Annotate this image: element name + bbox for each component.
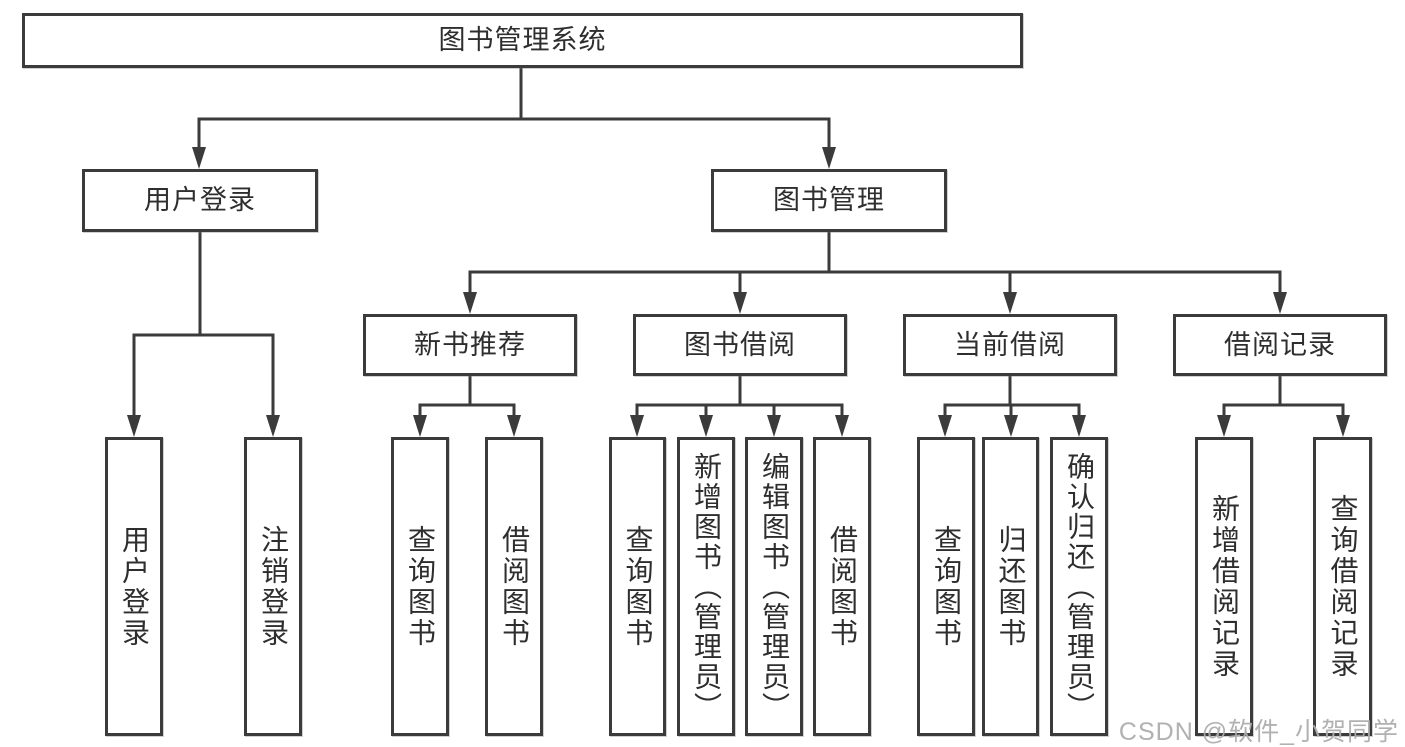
leaf-add-borrow-record: 新增借阅记录 xyxy=(1195,437,1253,736)
node-user-login-label: 用户登录 xyxy=(144,185,256,215)
leaf-add-books-admin-label: 新增图书（管理员） xyxy=(691,451,722,722)
node-book-management-label: 图书管理 xyxy=(773,185,885,215)
leaf-query-books-borrowing-label: 查询图书 xyxy=(622,524,654,649)
leaf-confirm-return-admin-label: 确认归还（管理员） xyxy=(1064,451,1095,722)
leaf-borrow-books-recommend: 借阅图书 xyxy=(485,437,543,736)
node-library-system: 图书管理系统 xyxy=(22,13,1023,68)
node-new-book-recommendation-label: 新书推荐 xyxy=(414,329,526,360)
leaf-logout-label: 注销登录 xyxy=(258,524,289,649)
leaf-return-books: 归还图书 xyxy=(982,437,1039,736)
leaf-query-books-borrowing: 查询图书 xyxy=(609,437,666,736)
node-borrowing-records: 借阅记录 xyxy=(1173,314,1387,376)
leaf-edit-books-admin: 编辑图书（管理员） xyxy=(745,437,803,736)
leaf-confirm-return-admin: 确认归还（管理员） xyxy=(1050,437,1108,736)
leaf-logout: 注销登录 xyxy=(244,437,302,736)
leaf-edit-books-admin-label: 编辑图书（管理员） xyxy=(759,451,790,722)
node-library-system-label: 图书管理系统 xyxy=(438,25,607,55)
leaf-query-books-current-label: 查询图书 xyxy=(931,524,962,649)
leaf-borrow-books-recommend-label: 借阅图书 xyxy=(499,524,530,649)
leaf-borrow-books-borrowing-label: 借阅图书 xyxy=(827,524,858,649)
node-user-login: 用户登录 xyxy=(82,169,318,232)
leaf-query-books-current: 查询图书 xyxy=(917,437,975,736)
leaf-add-books-admin: 新增图书（管理员） xyxy=(677,437,735,736)
node-new-book-recommendation: 新书推荐 xyxy=(363,314,577,376)
leaf-query-books-recommend: 查询图书 xyxy=(391,437,449,736)
leaf-borrow-books-borrowing: 借阅图书 xyxy=(813,437,871,736)
leaf-user-login-label: 用户登录 xyxy=(119,524,150,649)
node-book-management: 图书管理 xyxy=(711,169,947,232)
node-current-borrowing: 当前借阅 xyxy=(903,314,1117,376)
leaf-user-login: 用户登录 xyxy=(105,437,163,736)
leaf-query-borrow-record-label: 查询借阅记录 xyxy=(1327,493,1359,680)
leaf-query-borrow-record: 查询借阅记录 xyxy=(1313,437,1372,736)
leaf-return-books-label: 归还图书 xyxy=(995,524,1027,649)
node-current-borrowing-label: 当前借阅 xyxy=(954,329,1066,360)
node-borrowing-records-label: 借阅记录 xyxy=(1224,329,1336,360)
watermark-csdn: CSDN @软件_小贺同学 xyxy=(1118,718,1399,746)
leaf-add-borrow-record-label: 新增借阅记录 xyxy=(1209,493,1240,680)
leaf-query-books-recommend-label: 查询图书 xyxy=(405,524,436,649)
node-book-borrowing-label: 图书借阅 xyxy=(684,329,796,360)
node-book-borrowing: 图书借阅 xyxy=(633,314,847,376)
